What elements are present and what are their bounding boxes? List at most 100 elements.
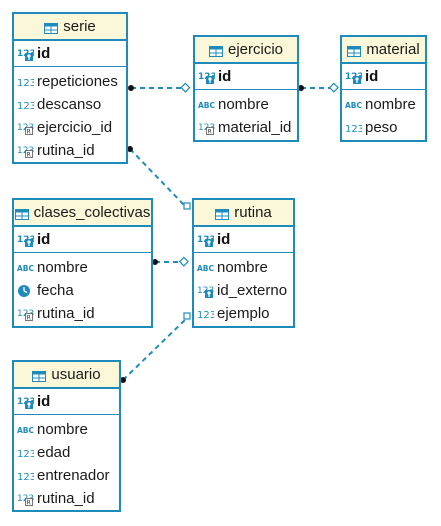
foreign-key-icon: 123R — [17, 307, 34, 321]
primary-key-row[interactable]: 123id — [195, 64, 297, 90]
svg-text:ABC: ABC — [198, 101, 215, 110]
svg-text:ABC: ABC — [17, 426, 34, 435]
svg-text:123: 123 — [345, 124, 362, 135]
primary-key-row[interactable]: 123id — [14, 227, 151, 253]
column-name: material_id — [218, 119, 292, 136]
column-name: edad — [37, 444, 71, 461]
column-name: id_externo — [217, 282, 288, 299]
column-name: id — [37, 231, 51, 248]
column-name: entrenador — [37, 467, 110, 484]
table-header[interactable]: clases_colectivas — [14, 200, 151, 227]
column-row[interactable]: 123Rrutina_id — [14, 139, 126, 162]
column-name: descanso — [37, 96, 102, 113]
column-name: id — [218, 68, 232, 85]
table-name: clases_colectivas — [33, 204, 151, 221]
table-header[interactable]: serie — [14, 14, 126, 41]
key-number-icon: 123 — [17, 233, 34, 247]
column-name: rutina_id — [37, 490, 95, 507]
table-clases-colectivas[interactable]: clases_colectivas123idABCnombrefecha123R… — [12, 198, 153, 328]
table-header[interactable]: usuario — [14, 362, 119, 389]
table-icon — [14, 207, 29, 220]
svg-text:R: R — [27, 499, 31, 505]
table-icon — [32, 369, 47, 382]
table-rutina[interactable]: rutina123idABCnombre123id_externo123ejem… — [192, 198, 295, 328]
column-row[interactable]: 123Rejercicio_id — [14, 116, 126, 139]
column-name: rutina_id — [37, 305, 95, 322]
number-icon: 123 — [197, 307, 214, 321]
column-row[interactable]: 123id_externo — [194, 279, 293, 302]
table-serie[interactable]: serie123id123repeticiones123descanso123R… — [12, 12, 128, 164]
foreign-key-icon: 123R — [17, 121, 34, 135]
table-ejercicio[interactable]: ejercicio123idABCnombre123Rmaterial_id — [193, 35, 299, 142]
column-name: nombre — [218, 96, 269, 113]
table-name: usuario — [51, 366, 101, 383]
relation-usuario-rutina — [120, 312, 191, 383]
svg-text:123: 123 — [17, 449, 34, 460]
column-name: nombre — [37, 259, 88, 276]
column-name: peso — [365, 119, 398, 136]
table-icon — [208, 44, 223, 57]
table-name: rutina — [234, 204, 272, 221]
svg-text:R: R — [27, 128, 31, 134]
text-icon: ABC — [197, 261, 214, 275]
key-number-icon: 123 — [197, 284, 214, 298]
key-number-icon: 123 — [17, 395, 34, 409]
table-icon — [215, 207, 230, 220]
number-icon: 123 — [17, 446, 34, 460]
column-row[interactable]: fecha — [14, 279, 151, 302]
column-name: fecha — [37, 282, 74, 299]
table-material[interactable]: material123idABCnombre123peso — [340, 35, 427, 142]
column-name: nombre — [365, 96, 416, 113]
column-row[interactable]: 123Rrutina_id — [14, 487, 119, 510]
table-header[interactable]: ejercicio — [195, 37, 297, 64]
column-list: ABCnombre123Rmaterial_id — [195, 90, 297, 139]
relation-serie-rutina — [127, 146, 191, 210]
svg-text:ABC: ABC — [345, 101, 362, 110]
number-icon: 123 — [345, 121, 362, 135]
table-header[interactable]: rutina — [194, 200, 293, 227]
svg-text:R: R — [27, 151, 31, 157]
relation-ejercicio-material — [298, 82, 339, 93]
column-name: nombre — [217, 259, 268, 276]
column-list: 123repeticiones123descanso123Rejercicio_… — [14, 67, 126, 162]
column-row[interactable]: 123Rmaterial_id — [195, 116, 297, 139]
primary-key-row[interactable]: 123id — [342, 64, 425, 90]
primary-key-row[interactable]: 123id — [14, 41, 126, 67]
table-icon — [347, 44, 362, 57]
table-name: serie — [63, 18, 96, 35]
svg-text:123: 123 — [197, 310, 214, 321]
foreign-key-icon: 123R — [198, 121, 215, 135]
primary-key-row[interactable]: 123id — [14, 389, 119, 415]
svg-text:R: R — [208, 128, 212, 134]
svg-text:123: 123 — [17, 78, 34, 89]
table-header[interactable]: material — [342, 37, 425, 64]
column-name: nombre — [37, 421, 88, 438]
table-name: ejercicio — [227, 41, 284, 58]
foreign-key-icon: 123R — [17, 144, 34, 158]
column-name: id — [365, 68, 379, 85]
column-name: id — [37, 45, 51, 62]
relation-clases-rutina — [152, 256, 189, 267]
column-list: ABCnombre123edad123entrenador123Rrutina_… — [14, 415, 119, 510]
key-number-icon: 123 — [198, 70, 215, 84]
number-icon: 123 — [17, 98, 34, 112]
column-name: rutina_id — [37, 142, 95, 159]
foreign-key-icon: 123R — [17, 492, 34, 506]
number-icon: 123 — [17, 469, 34, 483]
primary-key-row[interactable]: 123id — [194, 227, 293, 253]
table-usuario[interactable]: usuario123idABCnombre123edad123entrenado… — [12, 360, 121, 512]
column-row[interactable]: 123Rrutina_id — [14, 302, 151, 325]
